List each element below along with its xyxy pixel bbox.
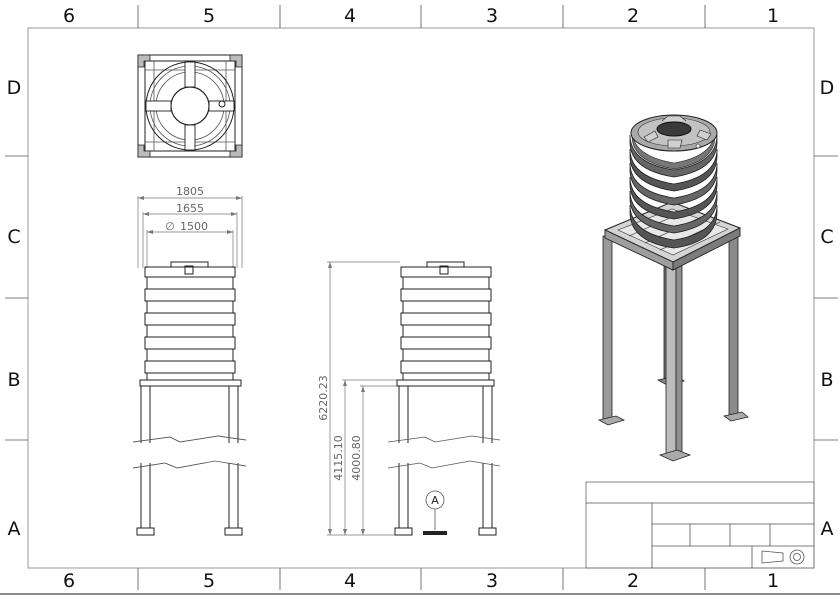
zone-col-5: 5 <box>203 5 215 27</box>
stand-frame-side <box>387 379 501 536</box>
dimension-diameter: 1500 <box>180 220 208 233</box>
zone-col-2: 2 <box>627 5 639 27</box>
section-marker-label: A <box>431 494 439 507</box>
dimension-mid-width: 1655 <box>176 202 204 215</box>
zone-labels-right: D C B A <box>820 77 835 540</box>
zone-labels-bottom: 6 5 4 3 2 1 <box>63 570 779 592</box>
zone-col-3: 3 <box>486 5 498 27</box>
front-view: 1805 1655 ∅ 1500 <box>132 185 247 536</box>
zone-row-b: B <box>7 369 20 391</box>
zone-labels-top: 6 5 4 3 2 1 <box>63 5 779 27</box>
zone-col-1: 1 <box>767 5 779 27</box>
dimension-outer-width: 1805 <box>176 185 204 198</box>
zone-col-4-bottom: 4 <box>344 570 356 592</box>
dimension-stand-height-inner: 4000.80 <box>350 435 363 481</box>
tank-body <box>144 261 236 381</box>
zone-col-3-bottom: 3 <box>486 570 498 592</box>
zone-row-d-right: D <box>820 77 835 99</box>
diameter-symbol: ∅ <box>165 220 175 233</box>
width-dimensions <box>137 196 243 268</box>
zone-col-6-bottom: 6 <box>63 570 75 592</box>
zone-row-c-right: C <box>820 226 833 248</box>
tank-body-side <box>400 261 492 381</box>
side-view: 6220.23 4115.10 4000.80 <box>317 261 501 536</box>
zone-row-c: C <box>7 226 20 248</box>
dimension-total-height: 6220.23 <box>317 375 330 421</box>
projection-symbol-icon <box>761 549 805 565</box>
zone-col-2-bottom: 2 <box>627 570 639 592</box>
zone-col-4: 4 <box>344 5 356 27</box>
zone-col-1-bottom: 1 <box>767 570 779 592</box>
title-block <box>585 481 815 569</box>
drawing-border <box>0 5 840 595</box>
height-dimensions <box>327 261 400 536</box>
top-view <box>137 54 243 158</box>
stand-frame <box>132 379 247 536</box>
zone-row-b-right: B <box>820 369 833 391</box>
section-marker: A <box>423 490 447 535</box>
zone-row-a: A <box>8 518 21 540</box>
dimension-stand-height-outer: 4115.10 <box>332 435 345 481</box>
zone-row-a-right: A <box>821 518 834 540</box>
isometric-tank <box>629 114 718 249</box>
isometric-view <box>597 114 749 462</box>
zone-row-d: D <box>7 77 22 99</box>
zone-col-5-bottom: 5 <box>203 570 215 592</box>
zone-col-6: 6 <box>63 5 75 27</box>
zone-labels-left: D C B A <box>7 77 22 540</box>
